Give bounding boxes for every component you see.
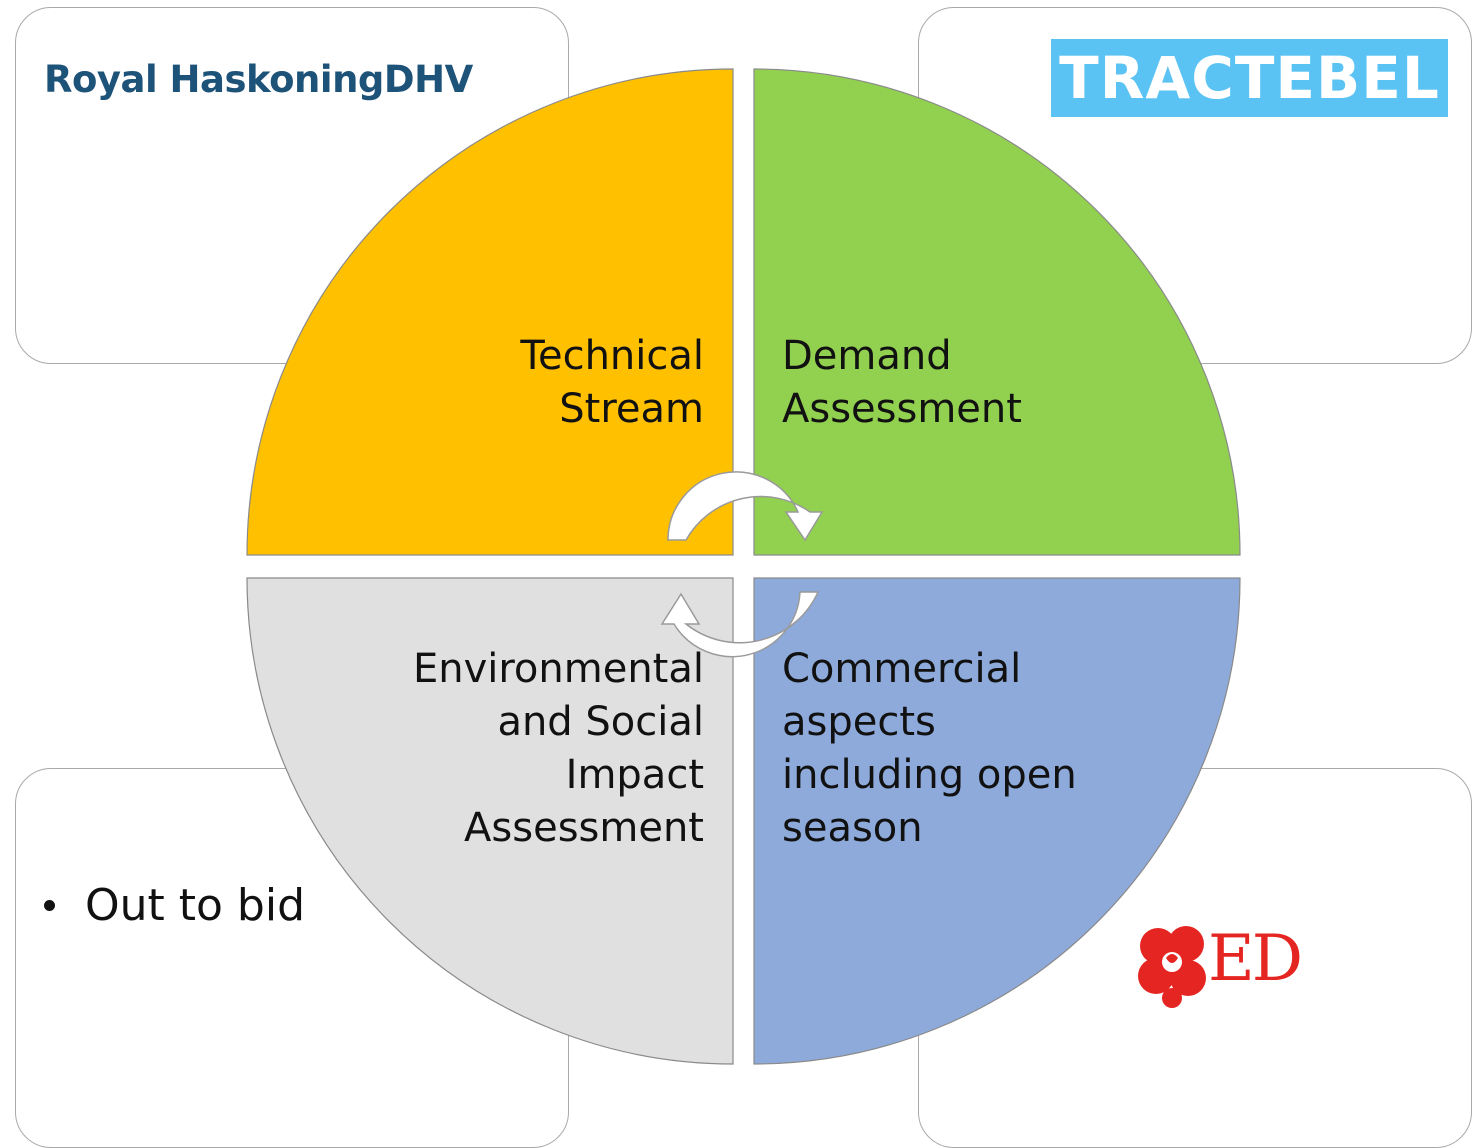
label-line: Environmental xyxy=(412,646,704,692)
quadrant-demand-assessment xyxy=(753,68,1241,556)
environmental-social-label: Environmental and Social Impact Assessme… xyxy=(413,643,704,855)
qed-logo-text: ED xyxy=(1208,922,1303,996)
quadrant-technical-stream xyxy=(246,68,734,556)
label-line: aspects xyxy=(782,699,936,745)
tractebel-logo: TRACTEBEL xyxy=(1051,39,1448,117)
qed-logo-emblem xyxy=(1138,926,1206,1008)
label-line: including open xyxy=(782,752,1077,798)
label-line: Impact xyxy=(565,752,704,798)
label-line: season xyxy=(782,805,923,851)
label-line: and Social xyxy=(497,699,704,745)
cycle-arrow-top xyxy=(667,471,824,542)
label-line: Technical xyxy=(520,333,704,379)
technical-stream-label: Technical Stream xyxy=(520,330,704,436)
label-line: Commercial xyxy=(782,646,1022,692)
cycle-arrow-bottom xyxy=(660,591,820,658)
label-line: Stream xyxy=(559,386,704,432)
bullet-dot-icon xyxy=(44,900,55,911)
demand-assessment-label: Demand Assessment xyxy=(782,330,1022,436)
quadrant-commercial-aspects xyxy=(753,577,1241,1065)
out-to-bid-bullet: Out to bid xyxy=(44,880,305,931)
quadrant-environmental-social xyxy=(246,577,734,1065)
commercial-aspects-label: Commercial aspects including open season xyxy=(782,643,1077,855)
label-line: Demand xyxy=(782,333,952,379)
label-line: Assessment xyxy=(464,805,704,851)
bullet-text: Out to bid xyxy=(85,880,305,931)
four-quadrant-cycle-diagram xyxy=(246,68,1241,1065)
royal-haskoningdhv-logo: Royal HaskoningDHV xyxy=(44,58,473,101)
tractebel-logo-text: TRACTEBEL xyxy=(1059,44,1440,112)
label-line: Assessment xyxy=(782,386,1022,432)
